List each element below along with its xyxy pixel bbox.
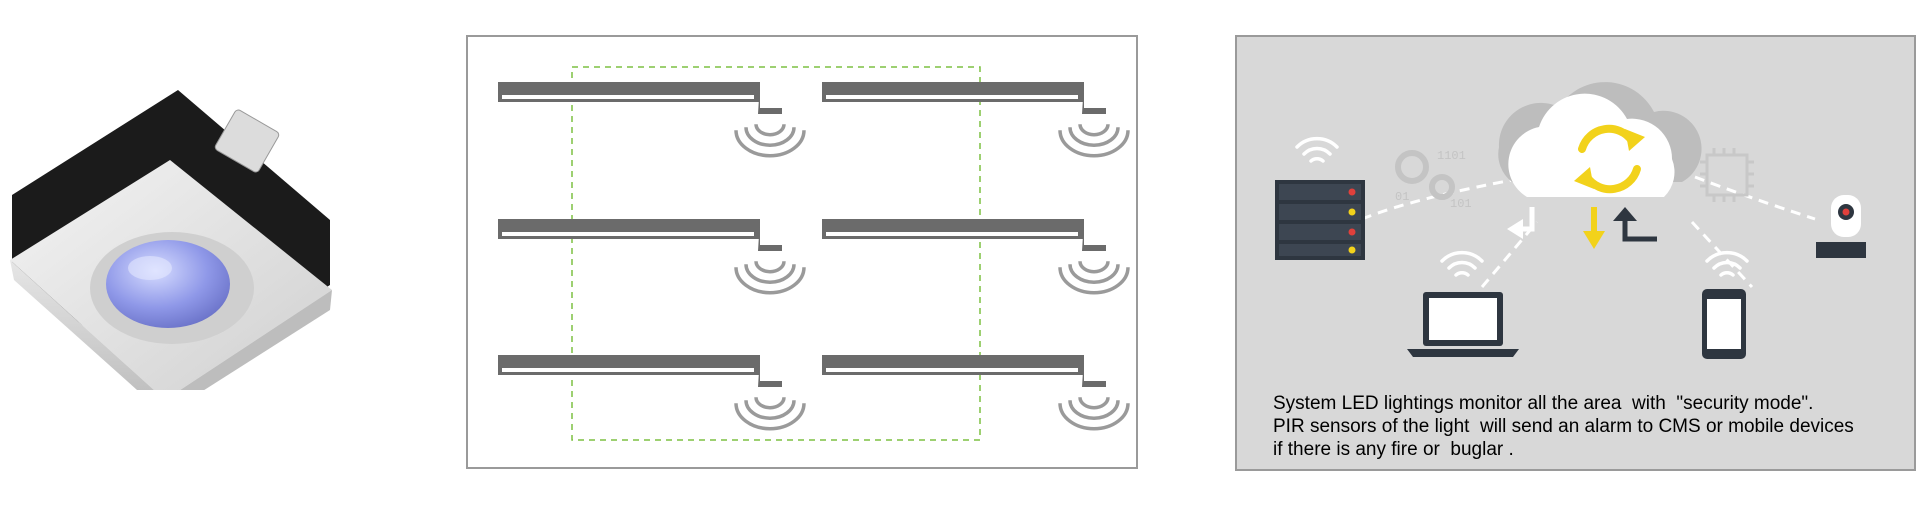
led-light-bar [822,82,1130,158]
cloud-icon [1498,82,1702,197]
wireless-signal-icon [754,396,786,410]
wireless-signal-icon [1058,267,1130,295]
wireless-signal-icon [1068,127,1120,147]
arrow-icon [1507,207,1657,249]
caption-line-3: if there is any fire or buglar . [1273,439,1514,460]
wireless-signal-icon [1058,403,1130,431]
gears-icon [1395,150,1455,200]
led-light-bar [822,355,1130,431]
dashed-loop [571,66,981,441]
wireless-signal-icon [744,264,796,284]
chip-icon [1700,148,1754,202]
wireless-signal-icon [744,400,796,420]
wireless-signal-icon [734,403,806,431]
lighting-layout-diagram [498,66,1130,441]
caption-line-1: System LED lightings monitor all the are… [1273,393,1814,414]
sensor-clip [214,109,280,173]
network-links [1361,175,1816,289]
binary-top: 1101 [1437,149,1466,163]
led-light-bar [498,82,806,158]
wireless-signal-icon [1058,130,1130,158]
wireless-signal-icon [1078,396,1110,410]
smartphone-icon [1702,289,1746,359]
wireless-signal-icon [1078,123,1110,137]
caption-line-2: PIR sensors of the light will send an al… [1273,416,1854,437]
wireless-signal-icon [1705,250,1749,277]
ip-camera-icon [1816,195,1866,258]
network-diagram: 1101 01 101 [1275,82,1866,359]
wireless-signal-icon [1068,264,1120,284]
server-rack-icon [1275,180,1365,260]
wireless-signal-icon [1068,400,1120,420]
led-light-bar [498,355,806,431]
wireless-signal-icon [754,123,786,137]
binary-right: 101 [1450,197,1472,211]
pir-lens [106,240,230,328]
wireless-signal-icon [1295,136,1339,163]
binary-left: 01 [1395,190,1409,204]
led-light-bar [822,219,1130,295]
lighting-layout-panel [466,35,1138,469]
led-light-bar [498,219,806,295]
wireless-signal-icon [1078,260,1110,274]
wireless-signal-icon [1440,250,1484,277]
network-panel: 1101 01 101 [1235,35,1916,471]
wireless-signal-icon [734,130,806,158]
wireless-signal-icon [734,267,806,295]
pir-sensor-image [10,90,332,390]
description-caption: System LED lightings monitor all the are… [1273,392,1903,461]
laptop-icon [1407,292,1519,357]
wireless-signal-icon [754,260,786,274]
wireless-signal-icon [744,127,796,147]
